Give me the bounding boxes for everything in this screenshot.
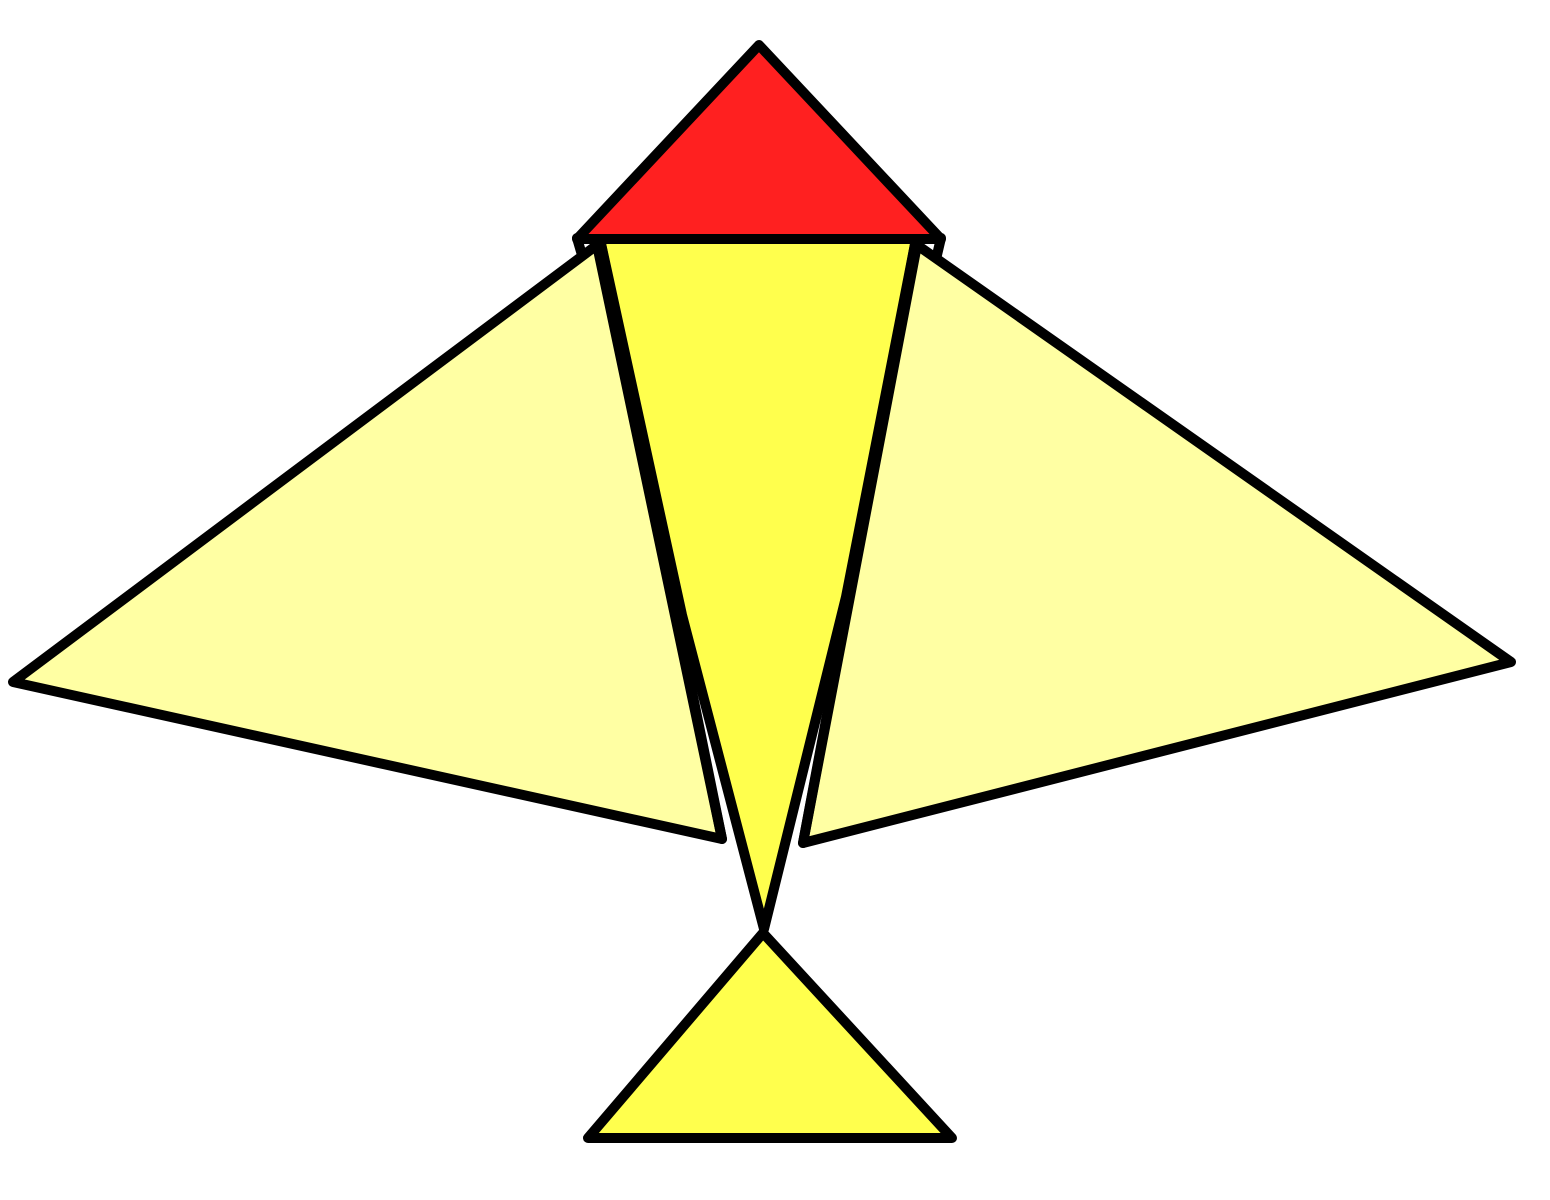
head xyxy=(572,40,946,244)
tail xyxy=(583,928,957,1143)
body-right-edge xyxy=(798,234,921,848)
right-wing xyxy=(798,240,1516,848)
body-left-edge xyxy=(595,234,727,844)
